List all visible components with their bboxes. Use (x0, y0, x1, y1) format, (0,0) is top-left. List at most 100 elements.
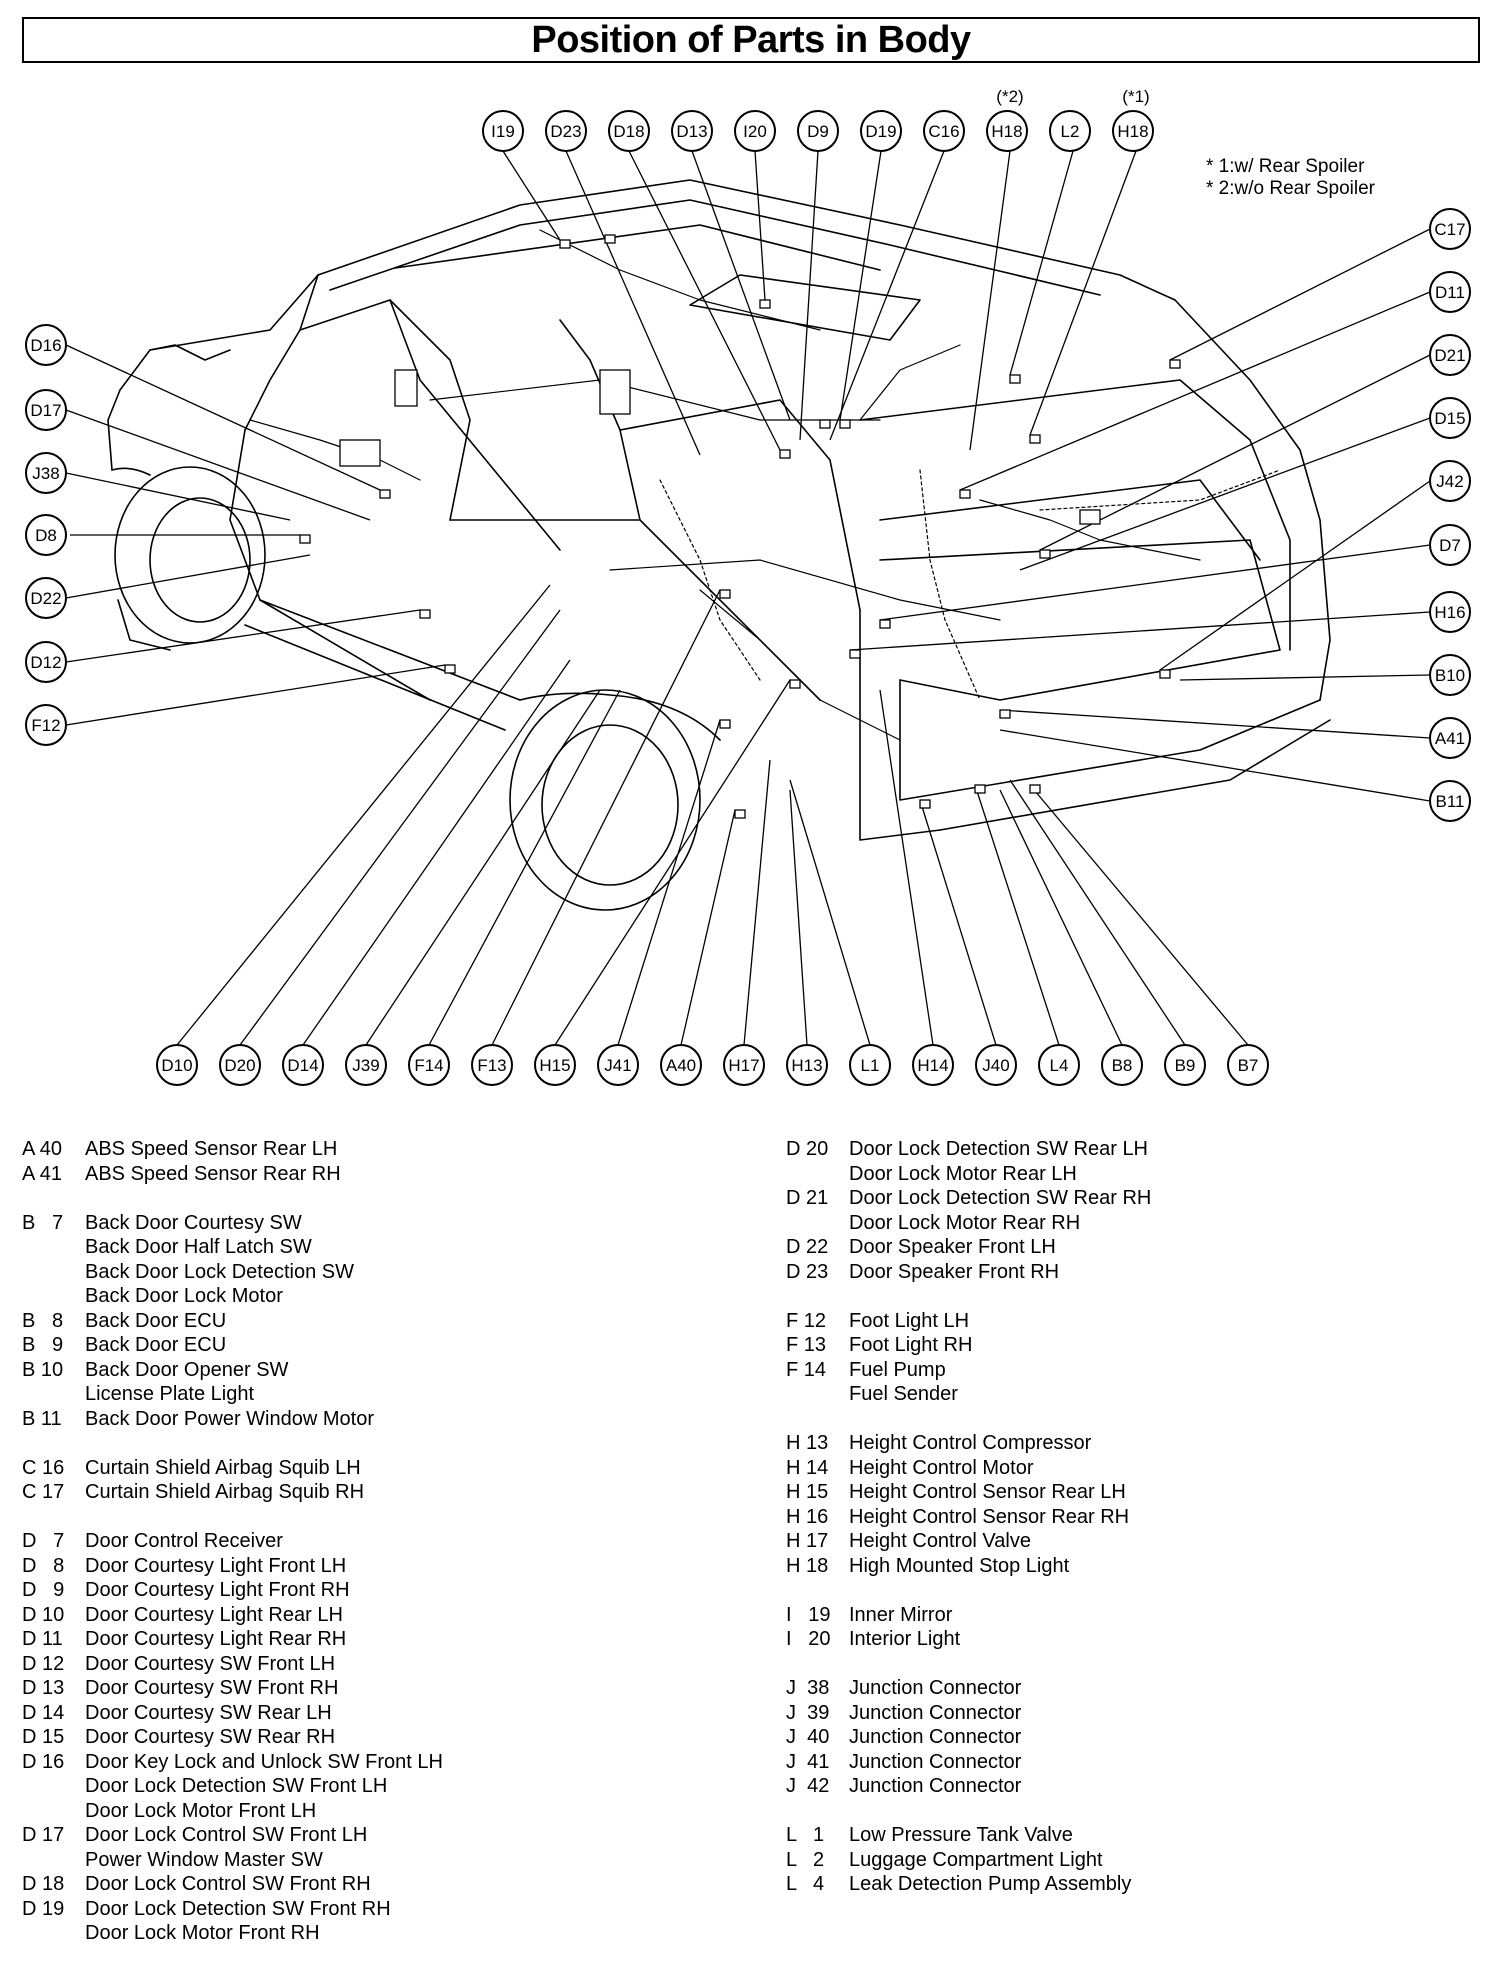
legend-code: L 1 (786, 1824, 825, 1846)
legend-code: D 7 (22, 1530, 65, 1552)
legend-code: D 23 (786, 1260, 829, 1283)
callout-circle (219, 1044, 261, 1086)
callout-label: H14 (917, 1056, 948, 1075)
callout-label: D15 (1434, 409, 1465, 428)
callout-circle (1429, 717, 1471, 759)
legend-description: Back Door Lock Motor (85, 1285, 283, 1307)
legend-code: J 38 (786, 1677, 830, 1699)
legend-description: Height Control Compressor (849, 1432, 1092, 1454)
legend-description: Door Lock Detection SW Rear RH (849, 1187, 1152, 1209)
legend-description: Door Lock Control SW Front RH (85, 1873, 371, 1895)
legend-row: Door Lock Detection SW Front LH (22, 1774, 443, 1799)
legend-code (22, 1848, 85, 1873)
legend-code: D 18 (22, 1873, 65, 1895)
legend-row: Back Door Half Latch SW (22, 1235, 443, 1260)
legend-description: Junction Connector (849, 1775, 1022, 1797)
legend-description: Door Courtesy SW Rear LH (85, 1701, 332, 1724)
legend-code: I 19 (786, 1603, 831, 1626)
legend-description: Height Control Valve (849, 1530, 1031, 1552)
legend-spacer (786, 1799, 1151, 1824)
callout-circle (408, 1044, 450, 1086)
callout-circle (1164, 1044, 1206, 1086)
legend-description: Door Speaker Front LH (849, 1236, 1056, 1258)
callout-circle (25, 514, 67, 556)
callout-circle (597, 1044, 639, 1086)
legend-row: B 11 Back Door Power Window Motor (22, 1407, 443, 1432)
legend-description: Back Door Lock Detection SW (85, 1260, 354, 1283)
legend-code: F 13 (786, 1334, 827, 1356)
legend-code (786, 1211, 849, 1236)
legend-code (22, 1799, 85, 1824)
callout-circle (660, 1044, 702, 1086)
legend-code: L 2 (786, 1848, 825, 1871)
legend-row: D 18 Door Lock Control SW Front RH (22, 1872, 443, 1897)
callout-circle (1227, 1044, 1269, 1086)
legend-description: Power Window Master SW (85, 1848, 323, 1871)
callout-circle (723, 1044, 765, 1086)
callout-circle (797, 110, 839, 152)
callout-circle (1429, 591, 1471, 633)
callout-label: L1 (861, 1056, 880, 1075)
legend-code: D 21 (786, 1187, 829, 1209)
legend-description: Door Courtesy Light Front LH (85, 1554, 347, 1577)
legend-row: Door Lock Motor Rear LH (786, 1162, 1151, 1187)
callout-circle (1101, 1044, 1143, 1086)
legend-code: B 8 (22, 1309, 64, 1332)
legend-description: Low Pressure Tank Valve (849, 1824, 1073, 1846)
callout-circle (534, 1044, 576, 1086)
legend-description: Height Control Sensor Rear RH (849, 1505, 1130, 1528)
legend-description: Door Lock Detection SW Rear LH (849, 1138, 1149, 1160)
callout-label: H18 (1117, 122, 1148, 141)
callout-label: L2 (1061, 122, 1080, 141)
legend-description: Door Lock Motor Front RH (85, 1922, 320, 1944)
callout-circle (25, 324, 67, 366)
legend-description: Door Lock Motor Front LH (85, 1799, 317, 1822)
legend-code: C 16 (22, 1456, 65, 1479)
callout-label: F12 (31, 716, 60, 735)
legend-description: Back Door Half Latch SW (85, 1236, 312, 1258)
legend-description: License Plate Light (85, 1383, 255, 1405)
legend-code: D 19 (22, 1897, 65, 1920)
legend-spacer (786, 1652, 1151, 1677)
callout-label: B9 (1175, 1056, 1196, 1075)
legend-code (22, 1235, 85, 1260)
legend-code: B 11 (22, 1407, 62, 1430)
legend-code: D 14 (22, 1701, 65, 1724)
legend-code: A 40 (22, 1138, 63, 1160)
top-mark-1: (*1) (1122, 87, 1149, 106)
callout-label: D7 (1439, 536, 1461, 555)
legend-description: High Mounted Stop Light (849, 1554, 1070, 1577)
callout-circle (345, 1044, 387, 1086)
callout-circle (975, 1044, 1017, 1086)
legend-description: Door Lock Motor Rear LH (849, 1162, 1077, 1185)
legend-description: Curtain Shield Airbag Squib RH (85, 1481, 365, 1503)
callout-circle (1429, 397, 1471, 439)
callout-circle (25, 704, 67, 746)
callout-label: J39 (352, 1056, 379, 1075)
legend-code: D 12 (22, 1652, 65, 1675)
legend-description: Leak Detection Pump Assembly (849, 1873, 1132, 1895)
body-parts-diagram: (*2) (*1) I19D23D18D13I20D9D19C16H18L2H1… (25, 87, 1471, 1086)
legend-code (22, 1921, 85, 1946)
legend-description: Door Control Receiver (85, 1530, 283, 1552)
legend-row: D 21 Door Lock Detection SW Rear RH (786, 1186, 1151, 1211)
callout-circle (25, 577, 67, 619)
legend-description: Door Lock Detection SW Front LH (85, 1775, 388, 1797)
callout-circle (1429, 208, 1471, 250)
legend-spacer (786, 1284, 1151, 1309)
legend-code: D 13 (22, 1677, 65, 1699)
legend-description: Foot Light RH (849, 1334, 973, 1356)
legend-description: Back Door Power Window Motor (85, 1407, 374, 1430)
legend-description: Door Courtesy SW Rear RH (85, 1726, 336, 1748)
